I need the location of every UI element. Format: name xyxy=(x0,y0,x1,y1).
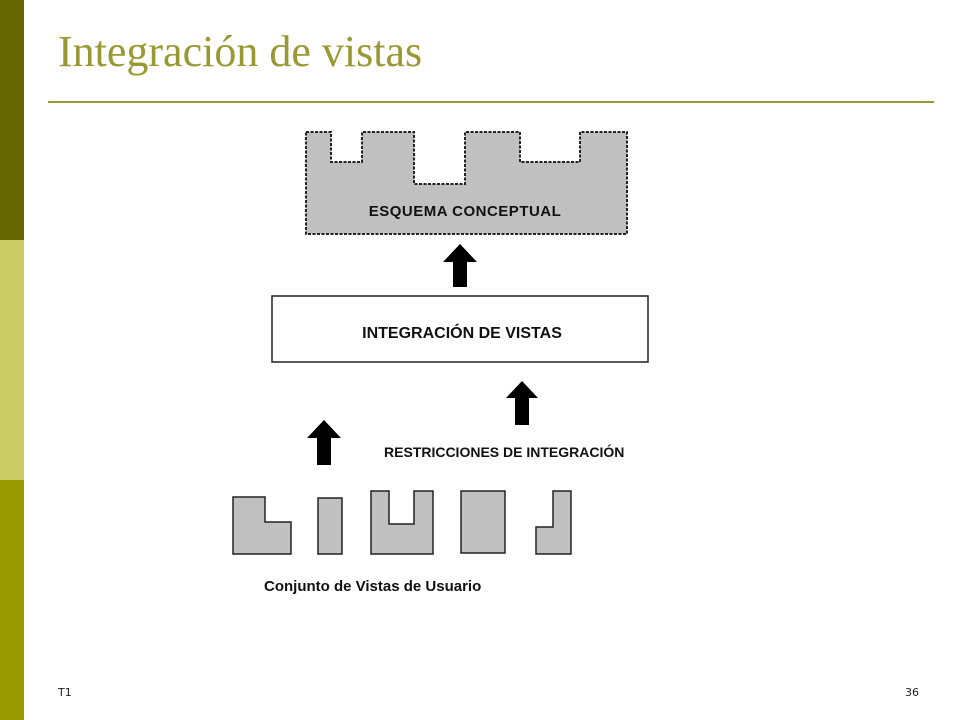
user-view-shape xyxy=(317,497,343,555)
decor-band-middle xyxy=(0,240,24,480)
decor-band-top xyxy=(0,0,24,240)
user-view-shape xyxy=(535,490,572,555)
integration-box: INTEGRACIÓN DE VISTAS xyxy=(271,295,649,363)
conceptual-schema-label: ESQUEMA CONCEPTUAL xyxy=(369,203,562,220)
decor-band-bottom xyxy=(0,480,24,720)
up-arrow-icon xyxy=(307,420,341,465)
slide-number: 36 xyxy=(905,686,919,699)
conceptual-schema-shape: ESQUEMA CONCEPTUAL xyxy=(305,131,628,235)
footer-section-label: T1 xyxy=(58,686,72,699)
restrictions-label: RESTRICCIONES DE INTEGRACIÓN xyxy=(384,443,624,460)
up-arrow-icon xyxy=(443,244,477,287)
title-divider xyxy=(48,101,934,103)
up-arrow-icon xyxy=(506,381,538,425)
user-view-shape xyxy=(370,490,434,555)
user-views xyxy=(232,490,572,555)
user-views-label: Conjunto de Vistas de Usuario xyxy=(264,578,481,595)
user-view-shape xyxy=(460,490,506,554)
user-view-shape xyxy=(232,496,292,555)
slide-title: Integración de vistas xyxy=(58,27,423,76)
integration-box-label: INTEGRACIÓN DE VISTAS xyxy=(362,323,562,342)
